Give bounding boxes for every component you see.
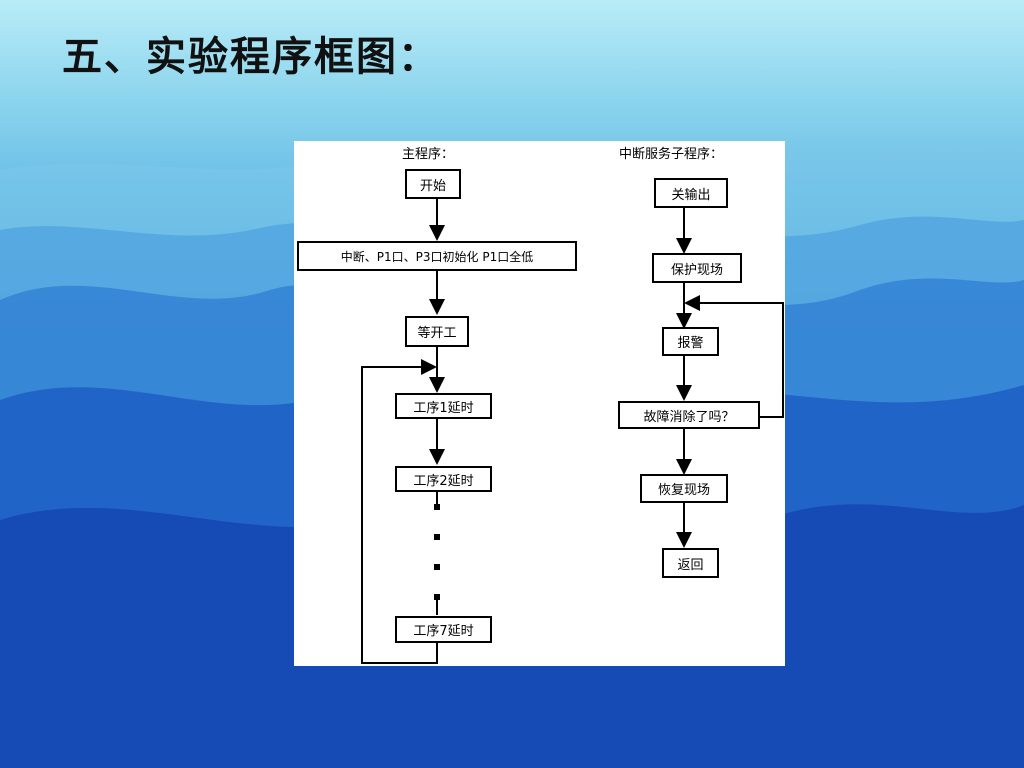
node-return: 返回 [662,548,719,578]
node-start: 开始 [405,169,461,199]
node-close-output: 关输出 [654,178,728,208]
page-title: 五、实验程序框图： [62,33,440,80]
ellipsis-dot [434,534,440,540]
node-step7: 工序7延时 [395,616,492,643]
node-restore-context: 恢复现场 [640,474,728,503]
isr-header: 中断服务子程序： [619,147,724,162]
flowchart-panel: 主程序： 中断服务子程序： 开始 中断、P1口、P3口初始化 P1口全低 等开工… [294,141,785,666]
node-init: 中断、P1口、P3口初始化 P1口全低 [297,241,577,271]
ellipsis-dot [434,504,440,510]
ellipsis-dot [434,564,440,570]
node-step1: 工序1延时 [395,393,492,419]
node-fault-cleared: 故障消除了吗？ [618,401,760,429]
node-wait: 等开工 [405,316,469,347]
main-program-header: 主程序： [402,147,455,162]
node-alarm: 报警 [662,327,719,356]
node-step2: 工序2延时 [395,466,492,492]
ellipsis-dot [434,594,440,600]
node-save-context: 保护现场 [652,253,742,283]
